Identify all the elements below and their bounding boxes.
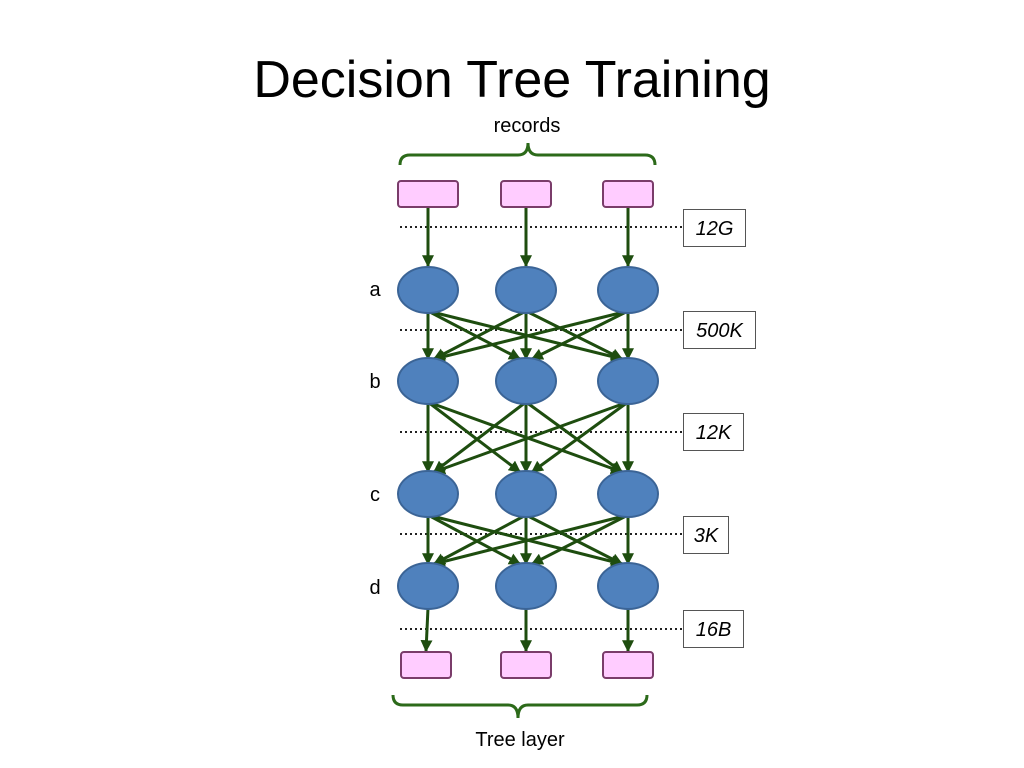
edge-1-1-2 — [525, 400, 623, 474]
records-label: records — [493, 115, 561, 137]
edge-0-1-0 — [432, 309, 527, 361]
tree-node-d-1 — [397, 562, 459, 610]
tree-node-d-3 — [597, 562, 659, 610]
bottom-record-box-2 — [500, 651, 552, 679]
layer-label-b: b — [369, 371, 381, 393]
tree-node-b-1 — [397, 357, 459, 405]
bottom-record-box-1 — [400, 651, 452, 679]
tree-node-a-3 — [597, 266, 659, 314]
tree-node-b-2 — [495, 357, 557, 405]
record-boxes — [397, 180, 654, 679]
edge-1-2-1 — [531, 400, 629, 474]
braces — [391, 142, 657, 719]
edge-1-0-1 — [427, 400, 521, 474]
size-box-3k: 3K — [683, 516, 729, 554]
top-record-box-1 — [397, 180, 459, 208]
edge-2-0-1 — [427, 513, 522, 566]
tree-node-c-3 — [597, 470, 659, 518]
size-box-16b: 16B — [683, 610, 744, 648]
edge-0-1-2 — [525, 309, 624, 361]
edge-1-2-0 — [432, 400, 629, 474]
bottom-record-box-3 — [602, 651, 654, 679]
tree-layer-label: Tree layer — [475, 729, 565, 751]
top-record-box-2 — [500, 180, 552, 208]
records-brace — [398, 142, 657, 166]
tree-node-a-2 — [495, 266, 557, 314]
layer-label-c: c — [370, 484, 380, 506]
edge-2-1-2 — [525, 513, 624, 566]
edges — [420, 208, 634, 653]
edge-0-2-1 — [530, 309, 629, 361]
edge-1-1-0 — [433, 400, 527, 474]
edge-2-2-0 — [432, 513, 629, 568]
tree-node-b-3 — [597, 357, 659, 405]
layer-label-d: d — [369, 577, 381, 599]
size-box-12k: 12K — [683, 413, 744, 451]
edge-2-1-0 — [432, 513, 527, 566]
edge-2-2-1 — [530, 513, 629, 566]
tree-node-c-2 — [495, 470, 557, 518]
layer-label-a: a — [369, 279, 381, 301]
tree-node-a-1 — [397, 266, 459, 314]
slide-title: Decision Tree Training — [253, 51, 771, 109]
tree-layer-brace — [391, 694, 649, 719]
tree-node-c-1 — [397, 470, 459, 518]
tree-node-d-2 — [495, 562, 557, 610]
edge-0-2-0 — [432, 309, 629, 363]
top-record-box-3 — [602, 180, 654, 208]
size-box-12g: 12G — [683, 209, 746, 247]
edge-0-0-1 — [427, 309, 522, 361]
tree-nodes — [397, 266, 659, 610]
edge-d-to-record-0 — [420, 607, 433, 653]
size-box-500k: 500K — [683, 311, 756, 349]
